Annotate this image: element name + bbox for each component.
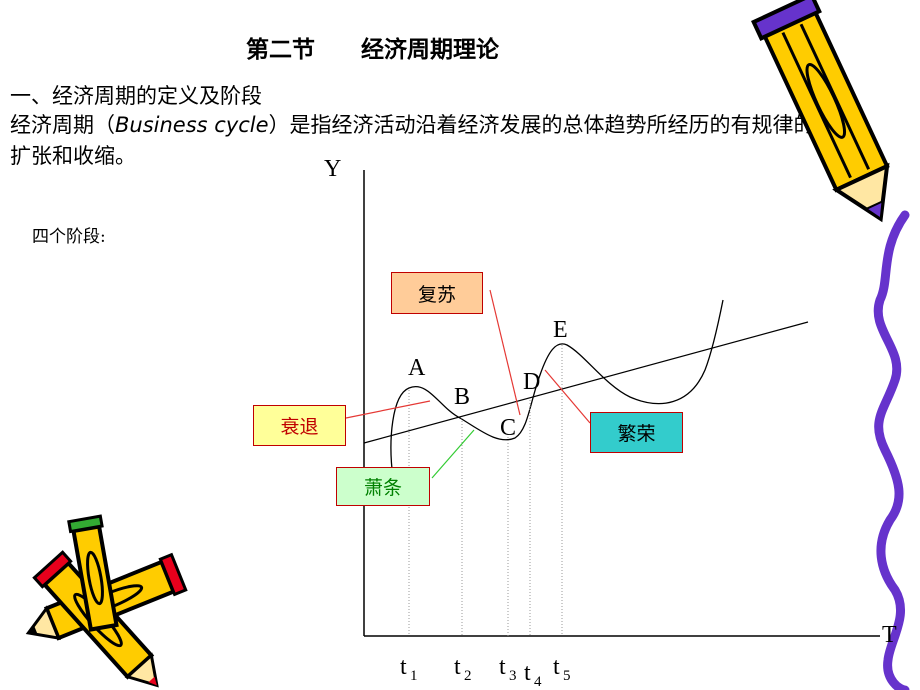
definition-term: Business cycle xyxy=(115,113,269,137)
point-label-b: B xyxy=(454,384,470,410)
t5-sub: 5 xyxy=(563,668,571,684)
recession-leader-line xyxy=(345,400,431,419)
y-axis-label: Y xyxy=(324,156,341,182)
trend-line xyxy=(363,321,809,444)
recovery-leader-line xyxy=(489,289,521,416)
depression-leader-line xyxy=(431,429,475,479)
t1-sub: 1 xyxy=(410,668,418,684)
point-label-c: C xyxy=(500,415,516,441)
stage-label-recession: 衰退 xyxy=(280,416,319,438)
t3-base: t xyxy=(499,654,506,680)
section-heading: 一、经济周期的定义及阶段 xyxy=(10,84,262,108)
t5-base: t xyxy=(553,654,560,680)
four-stages-label: 四个阶段: xyxy=(32,227,106,247)
definition-suffix: ）是指经济活动沿着经济发展的总体趋势所经历的有规律的扩张和收缩。 xyxy=(10,113,815,168)
wavy-border-decoration xyxy=(873,210,910,690)
t1-base: t xyxy=(400,654,407,680)
stage-box-recession: 衰退 xyxy=(253,405,346,446)
stage-box-prosperity: 繁荣 xyxy=(590,412,683,453)
x-axis-label: T xyxy=(882,622,897,648)
definition-paragraph: 经济周期（Business cycle）是指经济活动沿着经济发展的总体趋势所经历… xyxy=(10,110,830,172)
t2-sub: 2 xyxy=(464,668,472,684)
page-title: 第二节 经济周期理论 xyxy=(246,37,499,63)
t3-sub: 3 xyxy=(509,668,517,684)
point-label-a: A xyxy=(408,355,426,381)
stage-label-prosperity: 繁荣 xyxy=(617,423,656,445)
point-label-d: D xyxy=(523,369,540,395)
t2-base: t xyxy=(454,654,461,680)
stage-label-depression: 萧条 xyxy=(363,477,402,499)
t4-base: t xyxy=(524,660,531,686)
pencil-bottom-left-icon-3 xyxy=(67,514,119,632)
prosperity-leader-line xyxy=(544,369,591,424)
stage-label-recovery: 复苏 xyxy=(417,283,456,306)
t4-sub: 4 xyxy=(534,674,542,690)
definition-prefix: 经济周期（ xyxy=(10,113,115,137)
cycle-curve xyxy=(390,299,724,479)
stage-box-depression: 萧条 xyxy=(336,467,430,506)
point-label-e: E xyxy=(553,317,568,343)
pencil-top-right-icon xyxy=(751,0,890,223)
stage-box-recovery: 复苏 xyxy=(391,272,483,314)
